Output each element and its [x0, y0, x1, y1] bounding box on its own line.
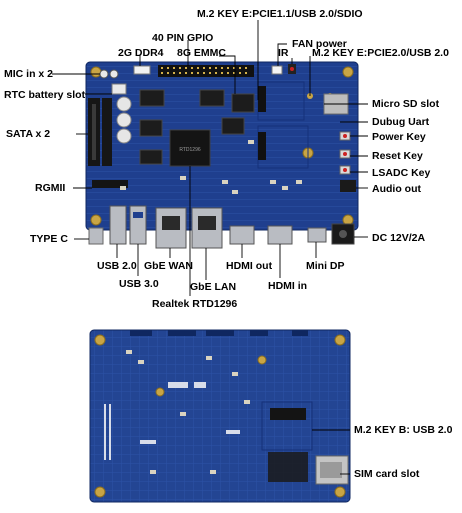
mounting-holes-bottom — [94, 334, 346, 498]
label-usb30: USB 3.0 — [119, 278, 159, 290]
audio-jack — [340, 180, 356, 192]
label-mini-dp: Mini DP — [306, 260, 345, 272]
type-c-port — [88, 227, 104, 245]
svg-text:RTD1296: RTD1296 — [179, 147, 201, 153]
top-board: RTD1296 — [52, 20, 368, 296]
label-ddr4: 2G DDR4 — [118, 47, 164, 59]
mic-jack-2 — [109, 69, 119, 79]
soc-chip — [169, 129, 211, 167]
label-usb20: USB 2.0 — [97, 260, 137, 272]
label-power-key: Power Key — [372, 131, 426, 143]
label-sata: SATA x 2 — [6, 128, 51, 140]
label-micro-sd: Micro SD slot — [372, 98, 440, 110]
label-m2-key-b: M.2 KEY B: USB 2.0 — [354, 424, 453, 436]
label-rgmii: RGMII — [35, 182, 66, 194]
emmc-chip — [231, 93, 255, 113]
ddr-chips — [139, 89, 245, 165]
leader-lines-bottom — [312, 429, 350, 475]
gpio-header — [158, 65, 254, 77]
label-rtc-battery: RTC battery slot — [4, 89, 86, 101]
label-realtek: Realtek RTD1296 — [152, 298, 238, 310]
label-sim-card-slot: SIM card slot — [354, 468, 420, 480]
capacitors — [116, 96, 132, 144]
bottom-ports — [88, 205, 355, 249]
m2-key-b-connector — [261, 401, 313, 451]
bottom-board — [89, 329, 351, 503]
keys — [339, 131, 351, 175]
label-type-c: TYPE C — [30, 233, 68, 245]
usb20-port — [109, 205, 127, 245]
leader-lines-top — [52, 20, 368, 296]
label-emmc: 8G EMMC — [177, 47, 227, 59]
sata-connector-2 — [102, 98, 112, 166]
ir-dot — [290, 67, 294, 71]
ddr-connector — [133, 65, 151, 75]
usb30-port — [129, 205, 147, 245]
hdmi-out-port — [229, 225, 255, 245]
rgmii-header — [92, 180, 128, 188]
label-debug-uart: Dubug Uart — [372, 116, 430, 128]
rtc-battery-holder — [111, 83, 127, 95]
bottom-passives — [126, 350, 250, 474]
mini-dp-port — [307, 227, 327, 243]
label-mic: MIC in x 2 — [4, 68, 54, 80]
label-audio-out: Audio out — [372, 183, 421, 195]
label-fan-power: FAN power — [292, 38, 347, 50]
top-pcb — [85, 61, 359, 231]
label-hdmi-out: HDMI out — [226, 260, 273, 272]
label-reset-key: Reset Key — [372, 150, 423, 162]
label-m2-key-e-pcie20: M.2 KEY E:PCIE2.0/USB 2.0 — [312, 47, 449, 59]
silkscreen — [104, 382, 240, 460]
label-lsadc-key: LSADC Key — [372, 167, 431, 179]
label-m2-key-e-pcie11: M.2 KEY E:PCIE1.1/USB 2.0/SDIO — [197, 8, 363, 20]
label-gbe-lan: GbE LAN — [190, 281, 237, 293]
label-ir: IR — [278, 47, 289, 59]
label-gpio-40pin: 40 PIN GPIO — [152, 32, 214, 44]
passives — [120, 140, 302, 194]
m2-connector-e2 — [258, 132, 266, 160]
label-hdmi-in: HDMI in — [268, 280, 308, 292]
label-dc-power: DC 12V/2A — [372, 232, 426, 244]
m2-connector-e1 — [258, 86, 266, 112]
bottom-pcb — [89, 329, 351, 503]
hdmi-in-port — [267, 225, 293, 245]
fan-connector — [271, 65, 283, 75]
gbe-lan-port — [191, 207, 223, 249]
label-gbe-wan: GbE WAN — [144, 260, 193, 272]
mic-jack-1 — [99, 69, 109, 79]
